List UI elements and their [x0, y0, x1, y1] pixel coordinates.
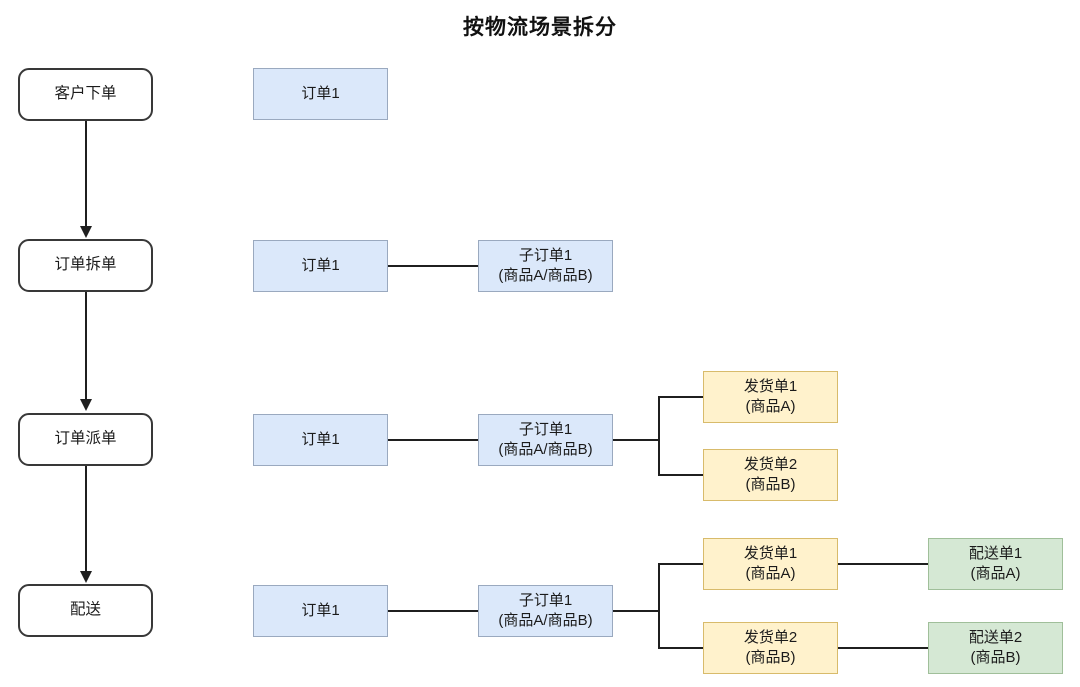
diagram-title: 按物流场景拆分 — [463, 16, 617, 39]
connector-line — [658, 563, 703, 565]
flow-step-customer-order: 客户下单 — [18, 68, 153, 121]
row4-delivery-note1-node: 配送单1 (商品A) — [928, 538, 1063, 590]
row3-shipment2-node: 发货单2 (商品B) — [703, 449, 838, 501]
flow-step-delivery: 配送 — [18, 584, 153, 637]
branch-line — [658, 563, 660, 649]
flow-arrow-line-1 — [84, 121, 87, 226]
connector-line — [838, 647, 928, 649]
connector-line — [658, 396, 703, 398]
connector-line — [613, 439, 660, 441]
connector-line — [658, 474, 703, 476]
row2-order-node: 订单1 — [253, 240, 388, 292]
flow-arrow-line-3 — [84, 466, 87, 571]
connector-line — [838, 563, 928, 565]
branch-line — [658, 396, 660, 476]
connector-line — [613, 610, 660, 612]
row3-shipment1-node: 发货单1 (商品A) — [703, 371, 838, 423]
flow-step-order-dispatch: 订单派单 — [18, 413, 153, 466]
row3-order-node: 订单1 — [253, 414, 388, 466]
arrow-down-icon — [79, 226, 92, 238]
connector-line — [388, 439, 478, 441]
connector-line — [388, 265, 478, 267]
row4-shipment1-node: 发货单1 (商品A) — [703, 538, 838, 590]
row4-suborder-node: 子订单1 (商品A/商品B) — [478, 585, 613, 637]
row4-shipment2-node: 发货单2 (商品B) — [703, 622, 838, 674]
row2-suborder-node: 子订单1 (商品A/商品B) — [478, 240, 613, 292]
row1-order-node: 订单1 — [253, 68, 388, 120]
flow-step-order-split: 订单拆单 — [18, 239, 153, 292]
row3-suborder-node: 子订单1 (商品A/商品B) — [478, 414, 613, 466]
connector-line — [658, 647, 703, 649]
arrow-down-icon — [79, 399, 92, 411]
connector-line — [388, 610, 478, 612]
row4-delivery-note2-node: 配送单2 (商品B) — [928, 622, 1063, 674]
flow-arrow-line-2 — [84, 292, 87, 399]
arrow-down-icon — [79, 571, 92, 583]
row4-order-node: 订单1 — [253, 585, 388, 637]
